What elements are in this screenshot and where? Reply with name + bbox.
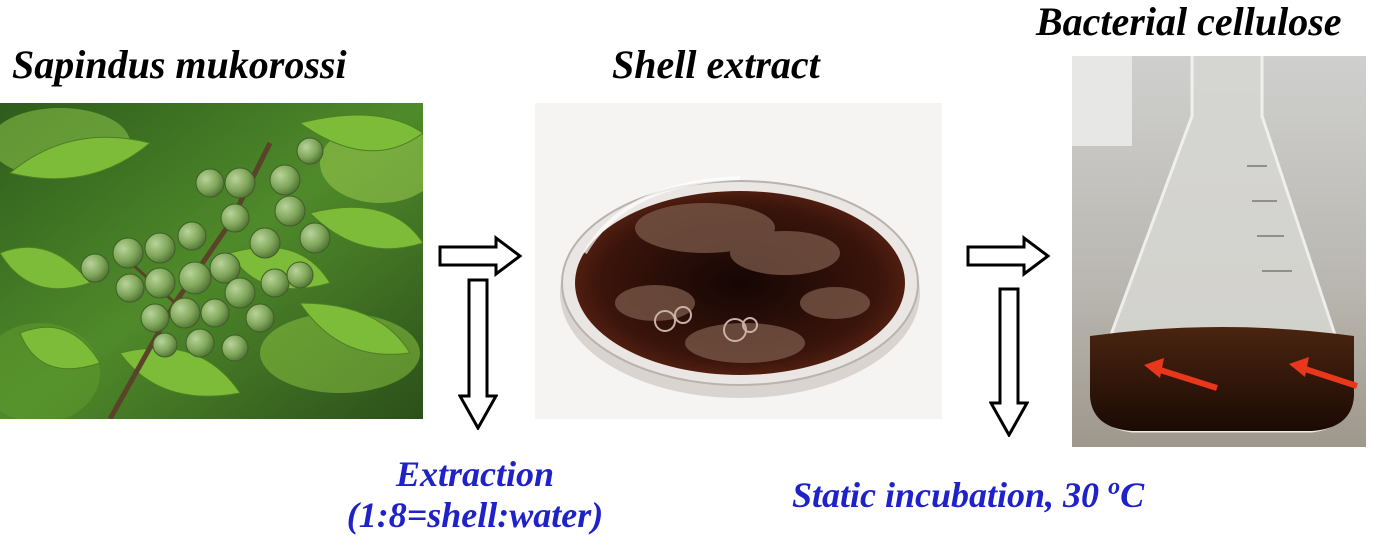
cellulose-photo bbox=[1072, 56, 1366, 447]
red-arrow-icon bbox=[1144, 357, 1358, 391]
extraction-ratio: (1:8=shell:water) bbox=[346, 495, 604, 536]
extraction-caption: Extraction (1:8=shell:water) bbox=[305, 454, 645, 537]
plant-title: Sapindus mukorossi bbox=[12, 42, 347, 87]
incubation-text: Static incubation, 30 bbox=[792, 475, 1109, 515]
right-arrow-icon bbox=[966, 235, 1050, 277]
incubation-caption: Static incubation, 30 oC bbox=[792, 474, 1144, 516]
incubation-unit: C bbox=[1120, 475, 1145, 515]
extract-title: Shell extract bbox=[612, 42, 820, 87]
cellulose-title: Bacterial cellulose bbox=[1036, 0, 1342, 44]
plant-photo bbox=[0, 103, 423, 419]
down-arrow-icon bbox=[989, 287, 1029, 437]
extract-photo bbox=[535, 103, 942, 419]
degree-superscript: o bbox=[1108, 474, 1121, 500]
extraction-label: Extraction bbox=[395, 454, 555, 494]
right-arrow-icon bbox=[438, 235, 522, 277]
down-arrow-icon bbox=[458, 278, 498, 430]
